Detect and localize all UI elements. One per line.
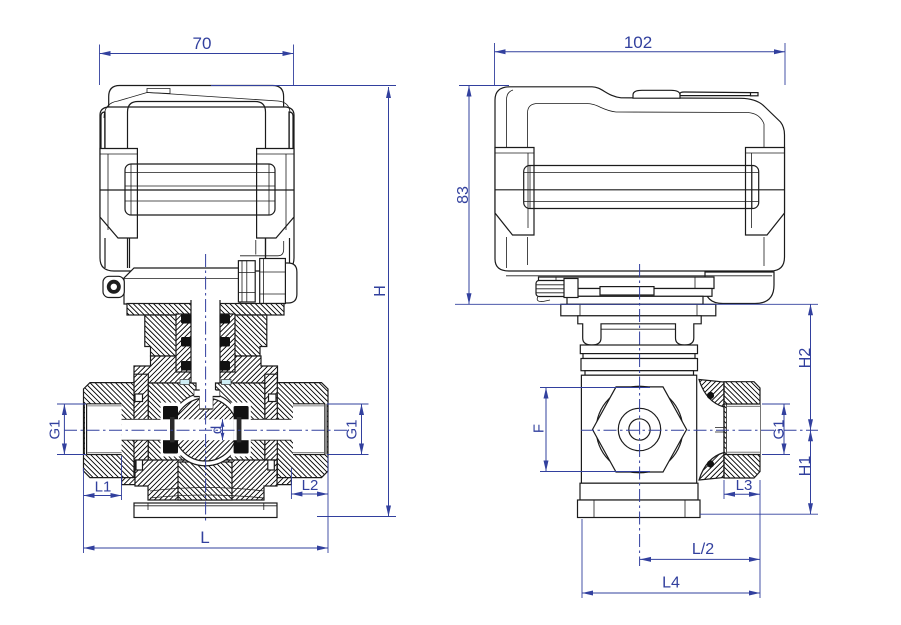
- svg-text:G1: G1: [47, 419, 64, 439]
- svg-text:F: F: [531, 424, 548, 433]
- svg-text:G1: G1: [344, 419, 361, 439]
- svg-text:83: 83: [455, 186, 472, 204]
- svg-text:L: L: [200, 528, 209, 547]
- svg-text:H: H: [372, 285, 389, 297]
- svg-text:L3: L3: [736, 477, 753, 494]
- svg-text:G1: G1: [771, 419, 788, 439]
- svg-text:102: 102: [624, 33, 652, 52]
- svg-text:L/2: L/2: [692, 541, 714, 558]
- svg-text:H1: H1: [797, 456, 814, 477]
- svg-text:L1: L1: [95, 479, 112, 496]
- svg-text:L2: L2: [302, 477, 319, 494]
- svg-text:d: d: [209, 426, 226, 434]
- svg-text:L4: L4: [662, 575, 680, 592]
- svg-text:70: 70: [193, 34, 212, 53]
- svg-text:H2: H2: [797, 348, 814, 369]
